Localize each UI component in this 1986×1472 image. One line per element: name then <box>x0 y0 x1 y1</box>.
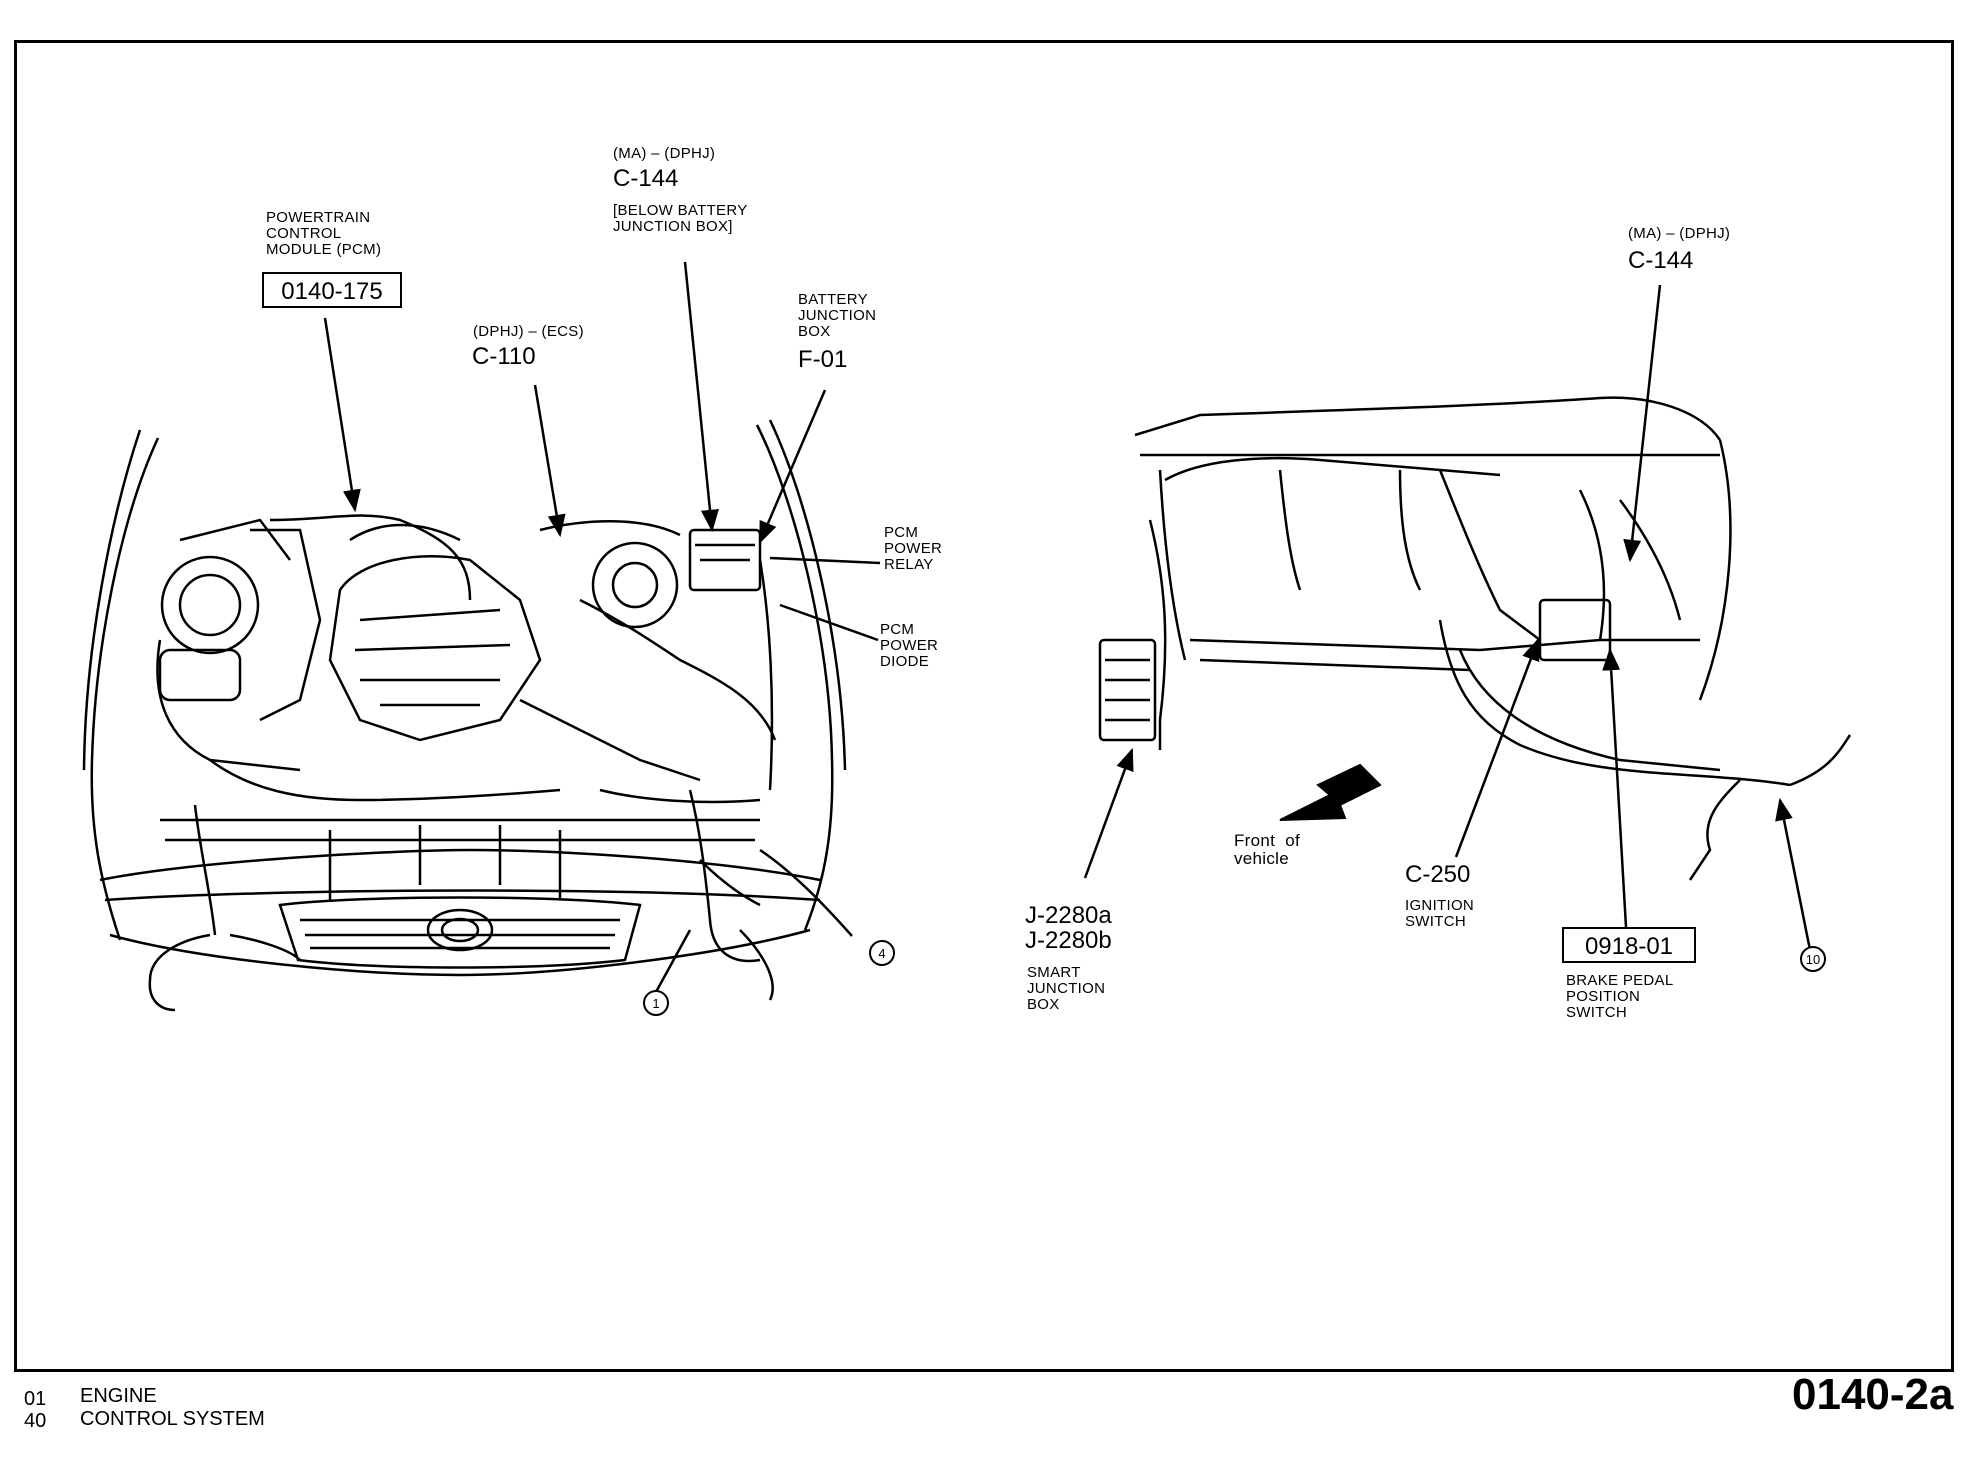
c144b-id: C-144 <box>1628 247 1694 274</box>
footer-line2-number: 40 <box>24 1410 47 1432</box>
engine-bay-illustration <box>82 261 881 1012</box>
callout-4: 4 <box>869 940 895 966</box>
c144-variant: (MA) – (DPHJ) <box>613 145 716 162</box>
page-id: 0140-2a <box>1792 1370 1954 1419</box>
c110-id: C-110 <box>472 343 536 370</box>
c250-id: C-250 <box>1405 861 1471 888</box>
pcm-reference-box: 0140-175 <box>262 272 402 308</box>
front-arrow-icon <box>1279 763 1382 821</box>
diagram-frame <box>14 40 1954 1372</box>
callout-1: 1 <box>643 990 669 1016</box>
pcm-power-relay-label: PCM POWER RELAY <box>884 524 943 573</box>
bpp-reference-box: 0918-01 <box>1562 927 1696 963</box>
pcm-power-diode-label: PCM POWER DIODE <box>880 621 939 670</box>
ignition-switch-title: IGNITION SWITCH <box>1405 897 1475 930</box>
c144b-variant: (MA) – (DPHJ) <box>1628 225 1731 242</box>
battery-junction-box-id: F-01 <box>798 346 848 373</box>
c144-id: C-144 <box>613 165 679 192</box>
callout-10: 10 <box>1800 946 1826 972</box>
battery-junction-box-title: BATTERY JUNCTION BOX <box>798 291 877 340</box>
front-of-vehicle-label: Front of vehicle <box>1234 831 1301 868</box>
smart-junction-box-ids: J-2280a J-2280b <box>1025 902 1112 955</box>
smart-junction-box-title: SMART JUNCTION BOX <box>1027 964 1106 1013</box>
dashboard-illustration <box>1083 284 1852 961</box>
c110-variant: (DPHJ) – (ECS) <box>473 323 584 340</box>
footer-line1-number: 01 <box>24 1388 47 1410</box>
footer-line2-text: CONTROL SYSTEM <box>80 1408 265 1430</box>
brake-pedal-position-switch-title: BRAKE PEDAL POSITION SWITCH <box>1566 972 1674 1021</box>
footer-line1-text: ENGINE <box>80 1385 157 1407</box>
c144-note: [BELOW BATTERY JUNCTION BOX] <box>613 202 748 235</box>
pcm-title: POWERTRAIN CONTROL MODULE (PCM) <box>266 209 382 258</box>
